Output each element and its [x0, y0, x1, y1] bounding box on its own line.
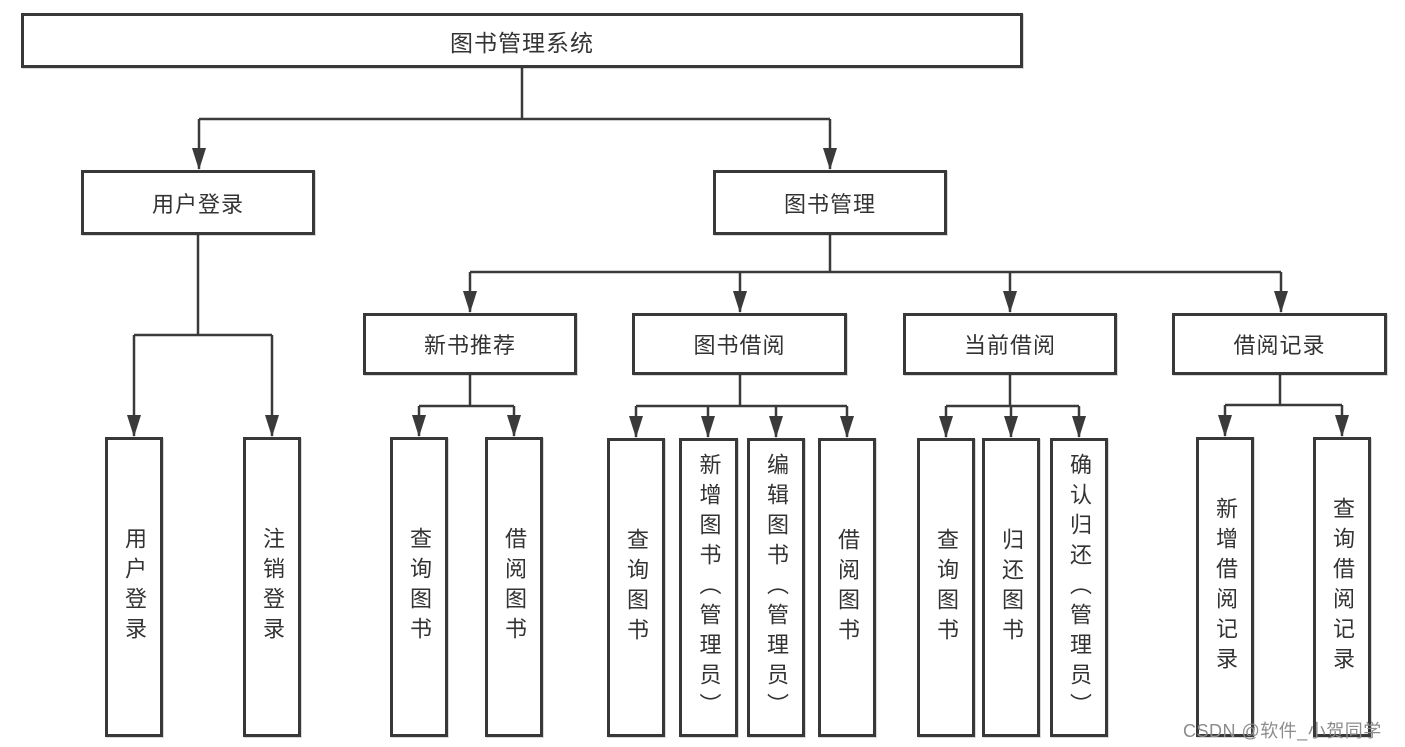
- node-leaf-add-borrow-record: 新增借阅记录: [1196, 437, 1254, 737]
- node-leaf-confirm-return-admin: 确认归还（管理员）: [1050, 438, 1108, 737]
- node-book-borrow: 图书借阅: [632, 313, 847, 375]
- node-leaf-logout: 注销登录: [243, 437, 301, 737]
- node-leaf-query-books-recommend: 查询图书: [390, 437, 448, 737]
- node-leaf-borrow-books-recommend: 借阅图书: [485, 437, 543, 737]
- node-leaf-query-borrow-record: 查询借阅记录: [1313, 437, 1371, 737]
- node-leaf-query-books-current: 查询图书: [917, 438, 975, 737]
- node-book-management: 图书管理: [713, 170, 947, 235]
- csdn-watermark: CSDN @软件_小贺同学: [1183, 721, 1382, 741]
- node-user-login: 用户登录: [81, 170, 315, 235]
- node-leaf-add-books-admin: 新增图书（管理员）: [679, 438, 738, 737]
- node-leaf-return-books: 归还图书: [982, 438, 1040, 737]
- node-leaf-user-login: 用户登录: [105, 437, 163, 737]
- node-current-borrow: 当前借阅: [903, 313, 1117, 375]
- node-leaf-edit-books-admin: 编辑图书（管理员）: [747, 438, 805, 737]
- node-library-management-system: 图书管理系统: [21, 13, 1023, 68]
- node-borrow-records: 借阅记录: [1172, 313, 1387, 375]
- node-leaf-borrow-books: 借阅图书: [818, 438, 876, 737]
- node-new-book-recommend: 新书推荐: [363, 313, 577, 375]
- node-leaf-query-books-borrow: 查询图书: [607, 438, 665, 737]
